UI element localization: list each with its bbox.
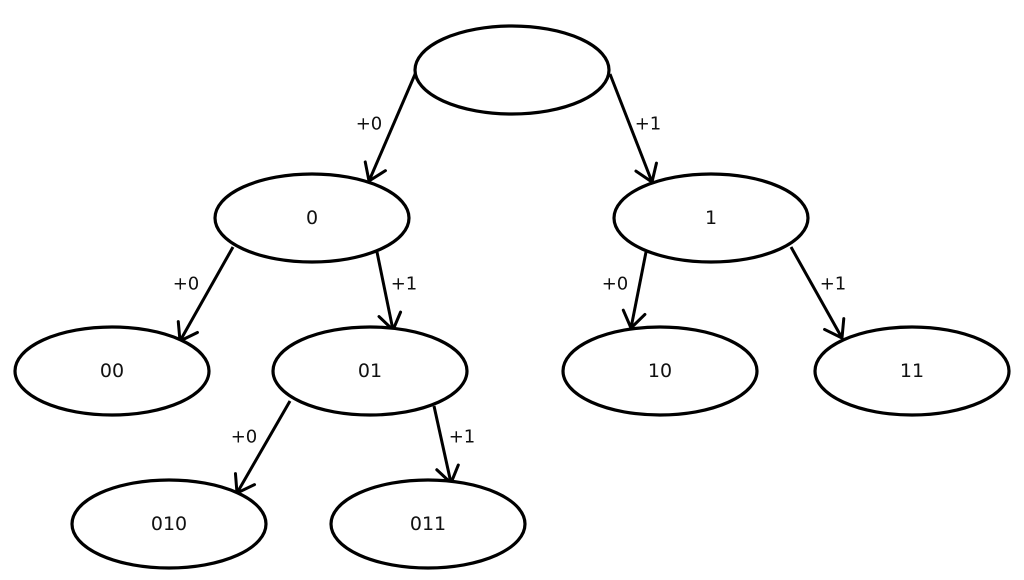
edge-label: +0 [602, 274, 629, 295]
edge-n1-to-n10: +0 [602, 251, 648, 330]
node-label: 0 [306, 207, 318, 229]
tree-node-1: 1 [612, 172, 810, 264]
edge-line [235, 400, 292, 494]
edge-label: +0 [356, 114, 383, 135]
edge-line [608, 73, 654, 183]
edge-n01-to-n010: +0 [231, 400, 292, 495]
edge-line [375, 251, 395, 331]
tree-node-00: 00 [13, 325, 211, 417]
edge-label: +0 [231, 427, 258, 448]
edge-n01-to-n011: +1 [432, 405, 476, 485]
edge-label: +1 [449, 427, 476, 448]
node-ellipse [329, 478, 527, 570]
edge-line [178, 246, 235, 342]
tree-node-10: 10 [561, 325, 759, 417]
node-label: 01 [358, 360, 382, 382]
node-ellipse [612, 172, 810, 264]
edge-line [367, 71, 418, 182]
tree-node-root [413, 24, 611, 116]
node-label: 00 [100, 360, 124, 382]
node-ellipse [213, 172, 411, 264]
node-label: 11 [900, 360, 924, 382]
node-ellipse [561, 325, 759, 417]
edge-root-to-n0: +0 [356, 71, 418, 183]
node-ellipse [13, 325, 211, 417]
edge-label: +1 [391, 274, 418, 295]
node-label: 10 [648, 360, 672, 382]
tree-node-11: 11 [813, 325, 1011, 417]
edges-layer: +0 +1 +0 +1 +0 +1 +0 +1 [173, 71, 847, 495]
node-label: 011 [410, 513, 446, 535]
tree-node-011: 011 [329, 478, 527, 570]
edge-n0-to-n01: +1 [375, 251, 418, 332]
edge-root-to-n1: +1 [608, 73, 662, 184]
node-label: 1 [705, 207, 717, 229]
edge-label: +1 [635, 114, 662, 135]
edge-n1-to-n11: +1 [789, 246, 847, 340]
node-ellipse [413, 24, 611, 116]
arrow-head-icon [823, 317, 846, 340]
edge-line [629, 251, 648, 329]
edge-label: +0 [173, 274, 200, 295]
node-ellipse [70, 478, 268, 570]
edge-line [789, 246, 844, 339]
tree-node-010: 010 [70, 478, 268, 570]
edge-line [432, 405, 453, 484]
node-label: 010 [151, 513, 187, 535]
edge-label: +1 [820, 274, 847, 295]
tree-node-0: 0 [213, 172, 411, 264]
node-ellipse [271, 325, 469, 417]
node-ellipse [813, 325, 1011, 417]
tree-node-01: 01 [271, 325, 469, 417]
edge-n0-to-n00: +0 [173, 246, 235, 343]
